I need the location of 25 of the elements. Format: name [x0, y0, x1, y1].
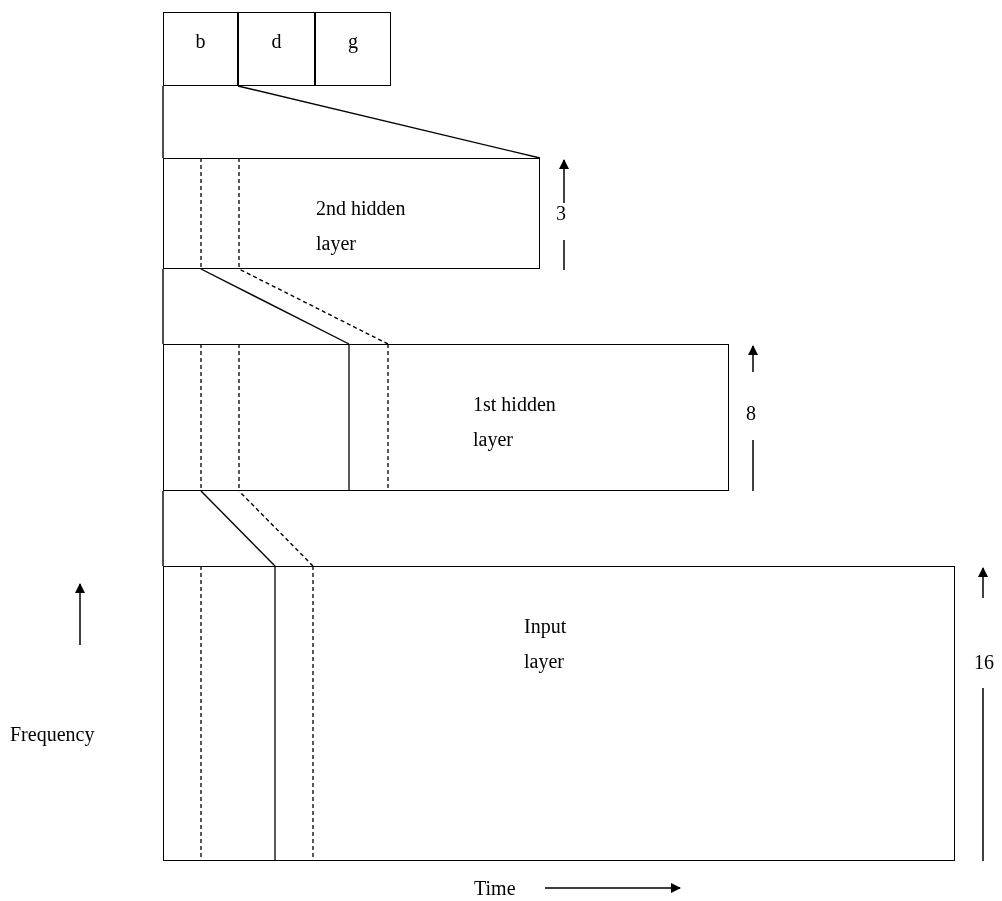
connector-line [200, 268, 350, 345]
dashed-connector [238, 268, 389, 345]
layer-box [163, 158, 540, 269]
connector-line [162, 85, 164, 159]
output-cell [315, 12, 391, 86]
output-cell [238, 12, 315, 86]
class-label: g [348, 29, 358, 55]
dashed-connector [238, 490, 314, 567]
class-label: d [271, 29, 282, 54]
layer-label: 1st hidden layer [473, 392, 557, 453]
dimension-value: 3 [556, 203, 566, 223]
connector-line [237, 85, 541, 159]
axis-label: Frequency [10, 724, 95, 744]
dimension-value: 8 [746, 403, 756, 423]
connector-line [162, 490, 164, 567]
axis-label: Time [474, 878, 516, 898]
layer-box [163, 344, 729, 491]
layer-box [163, 566, 955, 861]
dimension-value: 16 [974, 652, 994, 672]
layer-label: 2nd hidden layer [316, 196, 407, 257]
output-cell [163, 12, 238, 86]
connector-line [200, 490, 276, 567]
connector-line [162, 268, 164, 345]
layer-label: Input layer [524, 614, 568, 675]
class-label: b [195, 29, 206, 54]
